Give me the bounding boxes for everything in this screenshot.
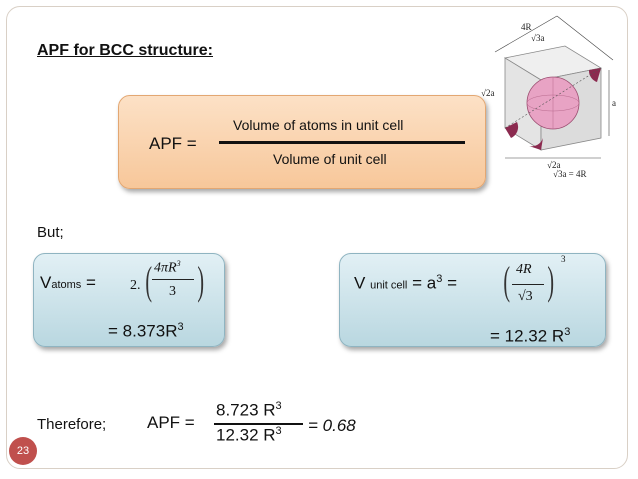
diagram-label-a: a	[612, 98, 616, 108]
v-unit-cell-expression: V unit cell = a3 =	[354, 273, 457, 294]
apf-result-denominator-exp: 3	[275, 425, 282, 437]
v-unit-cell-subscript: unit cell	[370, 279, 408, 292]
fraction-bar	[219, 141, 465, 144]
v-unit-cell-equals: =	[412, 273, 423, 293]
diagram-label-root3a-eq-4r: √3a = 4R	[553, 169, 587, 178]
apf-result-numerator-exp: 3	[275, 400, 282, 412]
diagram-label-root2a-bottom: √2a	[547, 160, 560, 170]
bcc-unit-cell-diagram: 4R √3a √2a a √2a √3a = 4R	[481, 15, 616, 178]
v-unit-cell-frac-num: 4R	[516, 262, 532, 277]
corner-atom	[588, 68, 601, 82]
v-unit-cell-a: a	[426, 273, 437, 293]
body-diagonal	[504, 67, 602, 129]
v-unit-cell-result-text: = 12.32 R	[490, 326, 565, 346]
v-atoms-equals: =	[86, 273, 96, 292]
v-atoms-result-exp: 3	[177, 321, 184, 333]
v-unit-cell-equals2: =	[447, 273, 458, 293]
corner-atom	[505, 122, 519, 138]
v-atoms-symbol: V	[40, 273, 52, 292]
diagram-label-4r: 4R	[521, 22, 532, 32]
but-label: But;	[37, 224, 64, 241]
apf-result-denominator: 12.32 R3	[216, 425, 282, 446]
v-atoms-subscript: atoms	[51, 279, 82, 291]
diagram-label-root3a-top: √3a	[531, 33, 544, 43]
v-unit-cell-a-exp: 3	[436, 273, 443, 285]
apf-label: APF =	[149, 134, 197, 153]
v-unit-cell-outer-exp: 3	[561, 254, 566, 264]
v-atoms-result-text: = 8.373R	[108, 321, 178, 341]
v-unit-cell-symbol: V	[354, 273, 366, 293]
left-paren: (	[503, 258, 510, 303]
apf-result-fraction-bar	[214, 423, 303, 425]
v-unit-cell-frac-bar	[512, 284, 544, 285]
v-atoms-frac-num-text: 4πR	[154, 260, 177, 276]
fraction-denominator: Volume of unit cell	[273, 151, 387, 167]
v-atoms-result: = 8.373R3	[108, 321, 184, 342]
fraction-numerator: Volume of atoms in unit cell	[233, 117, 404, 133]
v-unit-cell-box: V unit cell = a3 = ( 4R √3 ) 3 = 12.32 R…	[339, 253, 606, 347]
v-atoms-frac-num: 4πR3	[154, 259, 181, 277]
v-unit-cell-frac-den: √3	[518, 289, 533, 304]
corner-atom	[529, 138, 543, 150]
page-number-badge: 23	[9, 437, 37, 465]
apf-formula-box: APF = Volume of atoms in unit cell Volum…	[118, 95, 486, 189]
v-atoms-box: Vatoms = 2. ( 4πR3 3 ) = 8.373R3	[33, 253, 225, 347]
left-paren: (	[145, 258, 152, 303]
v-atoms-frac-num-exp: 3	[176, 259, 181, 268]
therefore-label: Therefore;	[37, 416, 107, 433]
slide-border	[6, 6, 628, 469]
apf-answer: = 0.68	[308, 416, 356, 435]
right-paren: )	[197, 258, 204, 303]
apf-result-numerator-text: 8.723 R	[216, 400, 276, 420]
v-atoms-expression: Vatoms =	[40, 273, 96, 293]
slide-title: APF for BCC structure:	[37, 42, 214, 59]
v-unit-cell-result-exp: 3	[564, 326, 571, 338]
right-paren: )	[547, 258, 554, 303]
v-unit-cell-result: = 12.32 R3	[490, 326, 570, 347]
diagram-label-root2a-left: √2a	[481, 88, 494, 98]
v-atoms-coefficient: 2.	[130, 278, 141, 293]
v-atoms-frac-bar	[152, 279, 194, 280]
v-atoms-frac-den: 3	[169, 284, 176, 299]
apf-result-label: APF =	[147, 413, 195, 432]
apf-result-denominator-text: 12.32 R	[216, 425, 276, 445]
apf-result-numerator: 8.723 R3	[216, 400, 282, 421]
